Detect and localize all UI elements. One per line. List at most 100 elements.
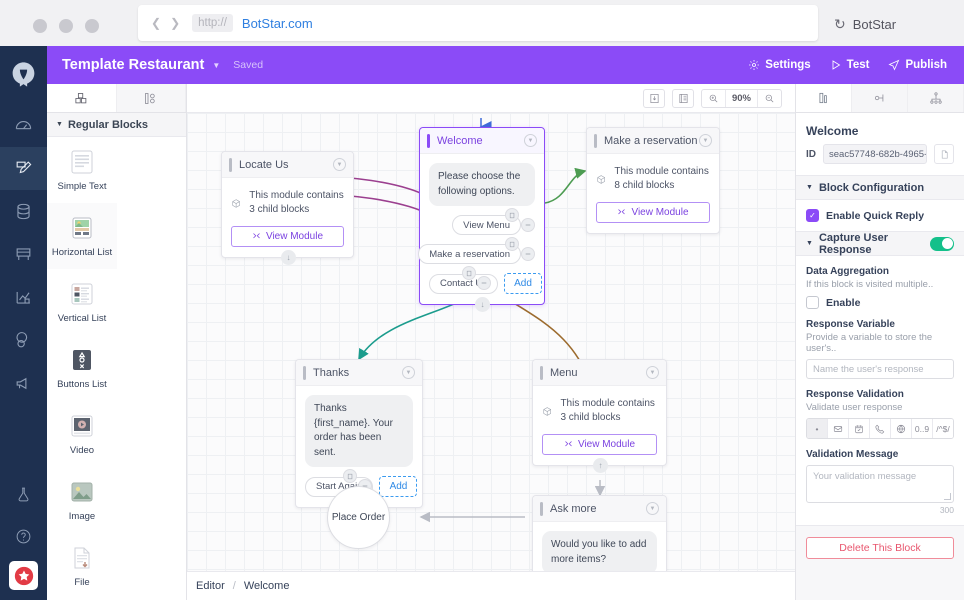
block-simple-text[interactable]: Simple Text	[47, 137, 117, 203]
layout-icon[interactable]	[672, 88, 694, 108]
chevron-left-icon[interactable]: ❮	[151, 16, 162, 30]
tab-hierarchy[interactable]	[908, 84, 964, 112]
validation-regex-option[interactable]: /^$/	[933, 419, 953, 438]
sidebar-item-editor[interactable]	[0, 147, 47, 190]
enable-quick-reply-checkbox[interactable]: ✓	[806, 209, 819, 222]
zoom-level[interactable]: 90%	[725, 89, 758, 107]
node-header[interactable]: Locate Us ▼	[222, 152, 353, 178]
block-id-field[interactable]: seac57748-682b-4965-bded-0	[823, 144, 927, 164]
block-vertical-list[interactable]: Vertical List	[47, 269, 117, 335]
address-bar[interactable]: ❮ ❯ http:// BotStar.com	[138, 5, 818, 41]
node-title: Welcome	[437, 134, 483, 147]
duplicate-icon[interactable]	[343, 469, 357, 483]
sidebar-item-broadcast[interactable]	[0, 362, 47, 405]
quick-reply-chip[interactable]: View Menu	[452, 215, 521, 235]
duplicate-icon[interactable]	[505, 208, 519, 222]
validation-url-option[interactable]	[891, 419, 912, 438]
sidebar-item-analytics[interactable]	[0, 276, 47, 319]
remove-icon[interactable]	[521, 247, 535, 261]
settings-button[interactable]: Settings	[748, 59, 811, 71]
node-out-port[interactable]: ↓	[475, 297, 490, 312]
validation-phone-option[interactable]	[870, 419, 891, 438]
section-capture-user-response[interactable]: ▼ Capture User Response	[796, 231, 964, 256]
view-module-button[interactable]: View Module	[542, 434, 657, 455]
flask-icon[interactable]	[0, 473, 47, 515]
close-dot[interactable]	[33, 19, 47, 33]
validation-message-textarea[interactable]: Your validation message	[806, 465, 954, 503]
copy-icon[interactable]	[934, 144, 954, 164]
zoom-out-icon[interactable]	[758, 90, 781, 107]
remove-icon[interactable]	[477, 276, 491, 290]
sidebar-item-conversations[interactable]	[0, 319, 47, 362]
delete-block-button[interactable]: Delete This Block	[806, 537, 954, 559]
view-module-button[interactable]: View Module	[596, 202, 710, 223]
node-welcome[interactable]: Welcome ▼ Please choose the following op…	[418, 127, 545, 312]
tab-connections[interactable]	[852, 84, 908, 112]
node-header[interactable]: Make a reservation ▼	[587, 128, 719, 154]
breadcrumb-root[interactable]: Editor	[196, 580, 225, 592]
node-out-port[interactable]: ↓	[281, 250, 296, 265]
node-header[interactable]: Thanks ▼	[296, 360, 422, 386]
block-buttons-list[interactable]: Buttons List	[47, 335, 117, 401]
data-aggregation-row[interactable]: Enable	[806, 296, 954, 309]
node-out-port[interactable]: ↑	[593, 458, 608, 473]
data-aggregation-checkbox[interactable]	[806, 296, 819, 309]
capture-response-toggle[interactable]	[929, 236, 954, 251]
view-module-button[interactable]: View Module	[231, 226, 344, 247]
minimize-dot[interactable]	[59, 19, 73, 33]
remove-icon[interactable]	[521, 218, 535, 232]
fit-screen-icon[interactable]	[643, 88, 665, 108]
node-menu[interactable]: Menu ▼ This module contains 3 child bloc…	[532, 359, 667, 473]
sidebar-item-tables[interactable]	[0, 233, 47, 276]
chevron-down-icon[interactable]: ▼	[333, 158, 346, 171]
validation-email-option[interactable]	[828, 419, 849, 438]
view-module-label: View Module	[265, 231, 324, 242]
enable-quick-reply-row[interactable]: ✓ Enable Quick Reply	[796, 200, 964, 231]
validation-number-option[interactable]: 0..9	[912, 419, 933, 438]
maximize-dot[interactable]	[85, 19, 99, 33]
chevron-down-icon[interactable]: ▼	[524, 134, 537, 147]
chevron-down-icon[interactable]: ▼	[402, 366, 415, 379]
quick-reply-chip[interactable]: Make a reservation	[418, 244, 521, 264]
question-circle-icon[interactable]	[0, 515, 47, 557]
refresh-icon[interactable]: ↻	[834, 16, 846, 32]
add-quick-reply-button[interactable]: Add	[379, 476, 418, 497]
publish-button[interactable]: Publish	[888, 59, 947, 71]
user-avatar-icon[interactable]	[9, 561, 38, 590]
test-button[interactable]: Test	[830, 59, 869, 71]
canvas-grid[interactable]: Locate Us ▼ This module contains 3 child…	[187, 113, 795, 571]
node-make-a-reservation[interactable]: Make a reservation ▼ This module contain…	[586, 127, 720, 234]
block-video[interactable]: Video	[47, 401, 117, 467]
block-file[interactable]: File	[47, 533, 117, 599]
chevron-down-icon[interactable]: ▼	[646, 502, 659, 515]
add-quick-reply-button[interactable]: Add	[504, 273, 542, 294]
node-locate-us[interactable]: Locate Us ▼ This module contains 3 child…	[221, 151, 354, 265]
group-header-regular-blocks[interactable]: ▼ Regular Blocks	[47, 113, 186, 137]
node-thanks[interactable]: Thanks ▼ Thanks {first_name}. Your order…	[295, 359, 423, 508]
chevron-down-icon[interactable]: ▼	[646, 366, 659, 379]
zoom-in-icon[interactable]	[702, 90, 725, 107]
sidebar-item-data[interactable]	[0, 190, 47, 233]
chevron-right-icon[interactable]: ❯	[170, 16, 181, 30]
tab-components[interactable]	[116, 84, 186, 112]
chevron-down-icon[interactable]: ▼	[699, 134, 712, 147]
node-ask-more[interactable]: Ask more ▼ Would you like to add more it…	[532, 495, 667, 571]
node-header[interactable]: Ask more ▼	[533, 496, 666, 522]
tab-blocks[interactable]	[47, 84, 117, 112]
node-header[interactable]: Welcome ▼	[420, 128, 544, 154]
response-variable-input[interactable]: Name the user's response	[806, 359, 954, 379]
validation-any-option[interactable]: •	[807, 419, 828, 438]
node-place-order[interactable]: Place Order	[327, 486, 390, 549]
section-block-configuration[interactable]: ▼ Block Configuration	[796, 175, 964, 200]
validation-date-option[interactable]	[849, 419, 870, 438]
duplicate-icon[interactable]	[462, 266, 476, 280]
node-header[interactable]: Menu ▼	[533, 360, 666, 386]
sidebar-item-dashboard[interactable]	[0, 104, 47, 147]
tab-properties[interactable]	[796, 84, 852, 112]
block-image[interactable]: Image	[47, 467, 117, 533]
block-horizontal-list[interactable]: Horizontal List	[47, 203, 117, 269]
duplicate-icon[interactable]	[505, 237, 519, 251]
url-text[interactable]: BotStar.com	[241, 15, 313, 31]
botstar-logo-icon[interactable]	[9, 60, 38, 89]
chevron-down-icon[interactable]: ▼	[212, 60, 221, 70]
